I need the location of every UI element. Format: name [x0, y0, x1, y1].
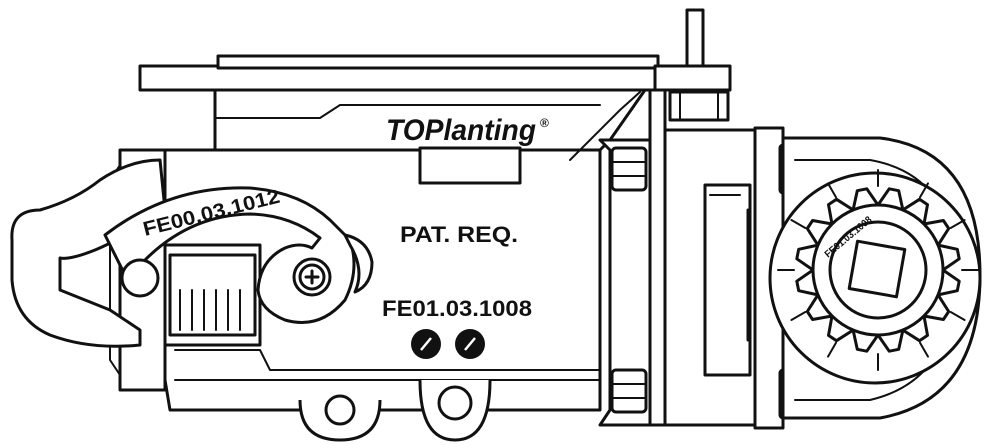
patent-label: PAT. REQ. [400, 222, 518, 247]
gear-rib [790, 219, 807, 229]
top-plate [138, 54, 662, 92]
gear-rib [827, 341, 837, 358]
spring-block [163, 243, 262, 347]
brand-logo-text: TOPlanting [386, 114, 536, 147]
flange-nut-bottom [610, 368, 648, 414]
lever-screw [292, 257, 332, 297]
lever-pivot-cam [343, 233, 374, 294]
housing-base [174, 349, 601, 442]
gear-rib [949, 219, 966, 229]
gear-rib [919, 341, 929, 358]
gear-rib [790, 311, 807, 321]
body-screw-left [411, 329, 441, 359]
drive-gear [768, 169, 982, 385]
body-screw-right [455, 329, 485, 359]
gear-housing [663, 128, 767, 427]
flange-nut-top [610, 146, 648, 192]
gear-rib [919, 182, 929, 199]
gear-rib [827, 182, 837, 199]
body-part-number: FE01.03.1008 [382, 296, 532, 321]
gear-rib [949, 311, 966, 321]
lever-arm [103, 186, 356, 324]
brand-registered-mark: ® [540, 116, 549, 130]
vertical-bolt [653, 8, 732, 122]
logo-panel [418, 146, 522, 185]
